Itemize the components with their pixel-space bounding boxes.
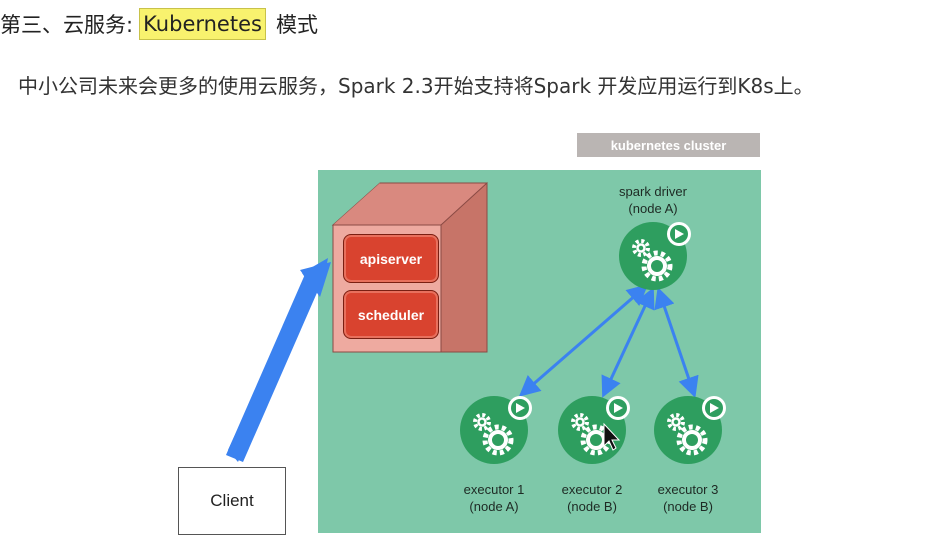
cluster-label: kubernetes cluster bbox=[577, 133, 760, 157]
link-driver-executor-2 bbox=[601, 287, 655, 398]
heading-prefix: 第三、云服务: bbox=[0, 13, 134, 37]
link-driver-executor-3 bbox=[654, 287, 699, 398]
slide-heading: 第三、云服务: Kubernetes 模式 bbox=[0, 8, 318, 40]
master-component-apiserver: apiserver bbox=[343, 234, 439, 283]
executor-2-label: executor 2 (node B) bbox=[561, 482, 623, 514]
spark-driver-label: spark driver (node A) bbox=[619, 184, 687, 216]
slide-description: 中小公司未来会更多的使用云服务，Spark 2.3开始支持将Spark 开发应用… bbox=[18, 74, 814, 98]
executor-3-label: executor 3 (node B) bbox=[657, 482, 719, 514]
spark-submit-arrow bbox=[226, 258, 331, 462]
client-box: Client bbox=[178, 467, 286, 535]
heading-highlight: Kubernetes bbox=[139, 8, 266, 40]
master-component-scheduler: scheduler bbox=[343, 290, 439, 339]
client-label: Client bbox=[210, 491, 254, 510]
executor-1-label: executor 1 (node A) bbox=[463, 482, 525, 514]
heading-suffix: 模式 bbox=[275, 13, 318, 37]
mouse-cursor-icon bbox=[603, 422, 621, 451]
